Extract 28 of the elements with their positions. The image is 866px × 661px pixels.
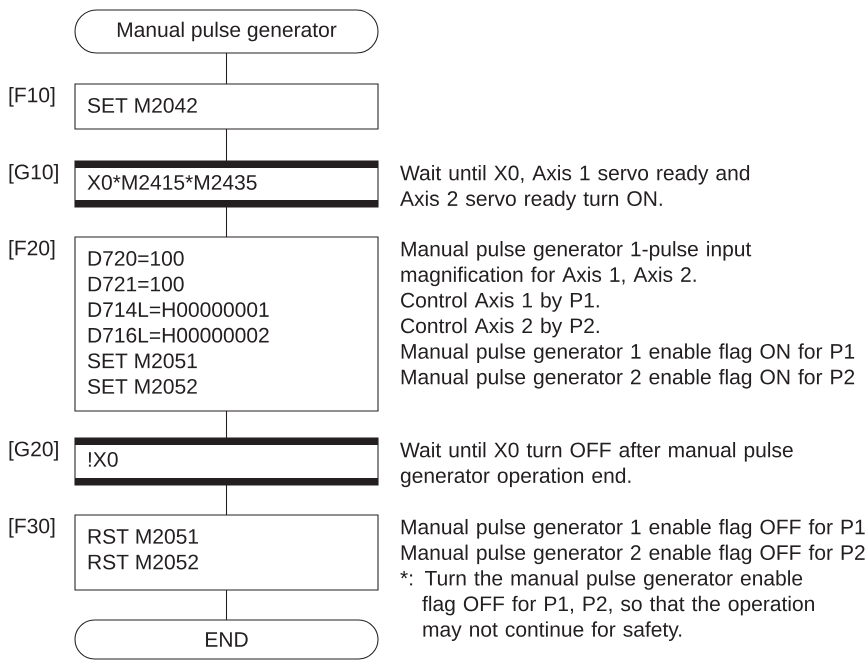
- comment-text: Manual pulse generator 1 enable flag ON for P1: [402, 343, 854, 363]
- step-label: [F10]: [10, 87, 54, 107]
- connector-line: [226, 207, 228, 237]
- connector-line: [226, 129, 228, 161]
- comment-text: Wait until X0 turn OFF after manual pulse generator operation end.: [400, 442, 793, 488]
- terminal-box: END: [74, 619, 379, 660]
- step-label: [F20]: [10, 240, 54, 260]
- process-box: RST M2051 RST M2052: [74, 514, 379, 591]
- comment-text: Wait until X0, Axis 1 servo ready and Axis 2 servo ready turn ON.: [400, 165, 750, 210]
- step-label: [G10]: [10, 164, 58, 184]
- step-label: [G20]: [10, 441, 58, 461]
- comment-text: Manual pulse generator 2 enable flag ON for P2: [402, 369, 854, 389]
- process-box: D720=100 D721=100 D714L=H00000001 D716L=H00000002 SET M2051 SET M2052: [74, 236, 379, 412]
- comment-text: Manual pulse generator 2 enable flag OFF for P2: [402, 544, 865, 564]
- comment-text: Control Axis 1 by P1.: [401, 292, 599, 312]
- step-label: [F30]: [10, 518, 54, 538]
- connector-line: [226, 485, 228, 515]
- comment-text: Manual pulse generator 1-pulse input magnification for Axis 1, Axis 2.: [401, 241, 752, 286]
- comment-text: Control Axis 2 by P2.: [401, 318, 599, 338]
- comment-text: *: Turn the manual pulse generator enable flag OFF for P1, P2, so that the operation may not continue for safety.: [400, 570, 814, 641]
- comment-text: Manual pulse generator 1 enable flag OFF for P1: [402, 519, 865, 539]
- terminal-box: Manual pulse generator: [74, 9, 379, 54]
- connector-line: [226, 53, 228, 84]
- connector-line: [226, 411, 228, 438]
- transition-box: X0*M2415*M2435: [74, 160, 379, 208]
- connector-line: [226, 590, 228, 620]
- transition-box: !X0: [74, 437, 379, 486]
- process-box: SET M2042: [74, 83, 379, 130]
